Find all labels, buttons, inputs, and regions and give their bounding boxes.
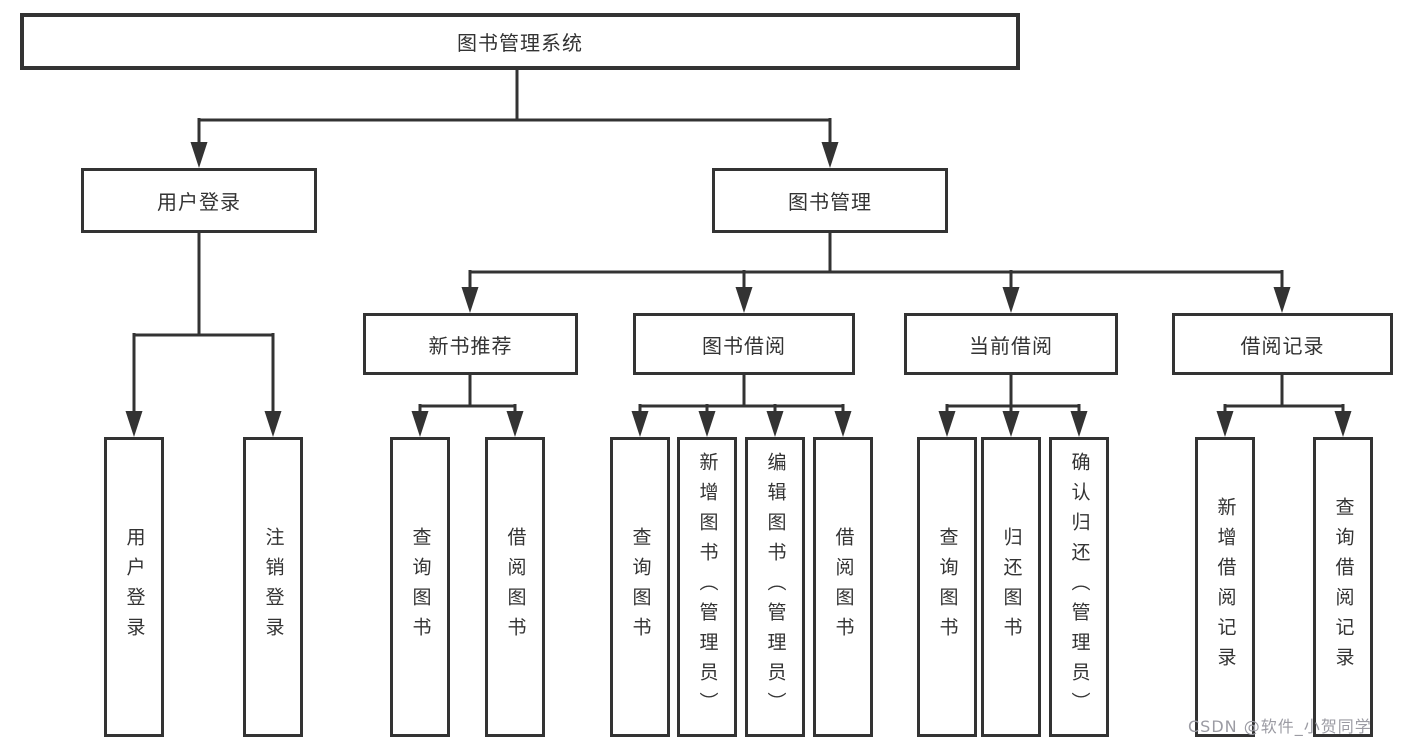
leaf-label: 查询图书 [629,527,652,647]
leaf-label: 新增图书（管理员） [696,452,719,722]
leaf-confirm-return-admin: 确认归还（管理员） [1049,437,1109,737]
leaf-borrow-book-recommend: 借阅图书 [485,437,545,737]
node-book-borrow: 图书借阅 [633,313,855,375]
leaf-return-book: 归还图书 [981,437,1041,737]
leaf-query-book-borrow: 查询图书 [610,437,670,737]
leaf-label: 借阅图书 [504,527,527,647]
leaf-user-login: 用户登录 [104,437,164,737]
leaf-query-book-recommend: 查询图书 [390,437,450,737]
leaf-label: 查询借阅记录 [1332,497,1355,677]
leaf-label: 新增借阅记录 [1214,497,1237,677]
leaf-label: 确认归还（管理员） [1068,452,1091,722]
node-root: 图书管理系统 [20,13,1020,70]
node-new-book-recommend: 新书推荐 [363,313,578,375]
leaf-add-borrow-record: 新增借阅记录 [1195,437,1255,737]
leaf-borrow-book: 借阅图书 [813,437,873,737]
leaf-label: 借阅图书 [832,527,855,647]
leaf-query-borrow-record: 查询借阅记录 [1313,437,1373,737]
node-user-login: 用户登录 [81,168,317,233]
leaf-add-book-admin: 新增图书（管理员） [677,437,737,737]
leaf-edit-book-admin: 编辑图书（管理员） [745,437,805,737]
csdn-watermark: CSDN @软件_小贺同学 [1188,717,1372,736]
node-current-borrow: 当前借阅 [904,313,1118,375]
leaf-label: 查询图书 [936,527,959,647]
node-book-management: 图书管理 [712,168,948,233]
leaf-label: 归还图书 [1000,527,1023,647]
leaf-label: 用户登录 [123,527,146,647]
leaf-logout: 注销登录 [243,437,303,737]
leaf-label: 查询图书 [409,527,432,647]
leaf-query-book-current: 查询图书 [917,437,977,737]
node-borrow-record: 借阅记录 [1172,313,1393,375]
leaf-label: 编辑图书（管理员） [764,452,787,722]
leaf-label: 注销登录 [262,527,285,647]
